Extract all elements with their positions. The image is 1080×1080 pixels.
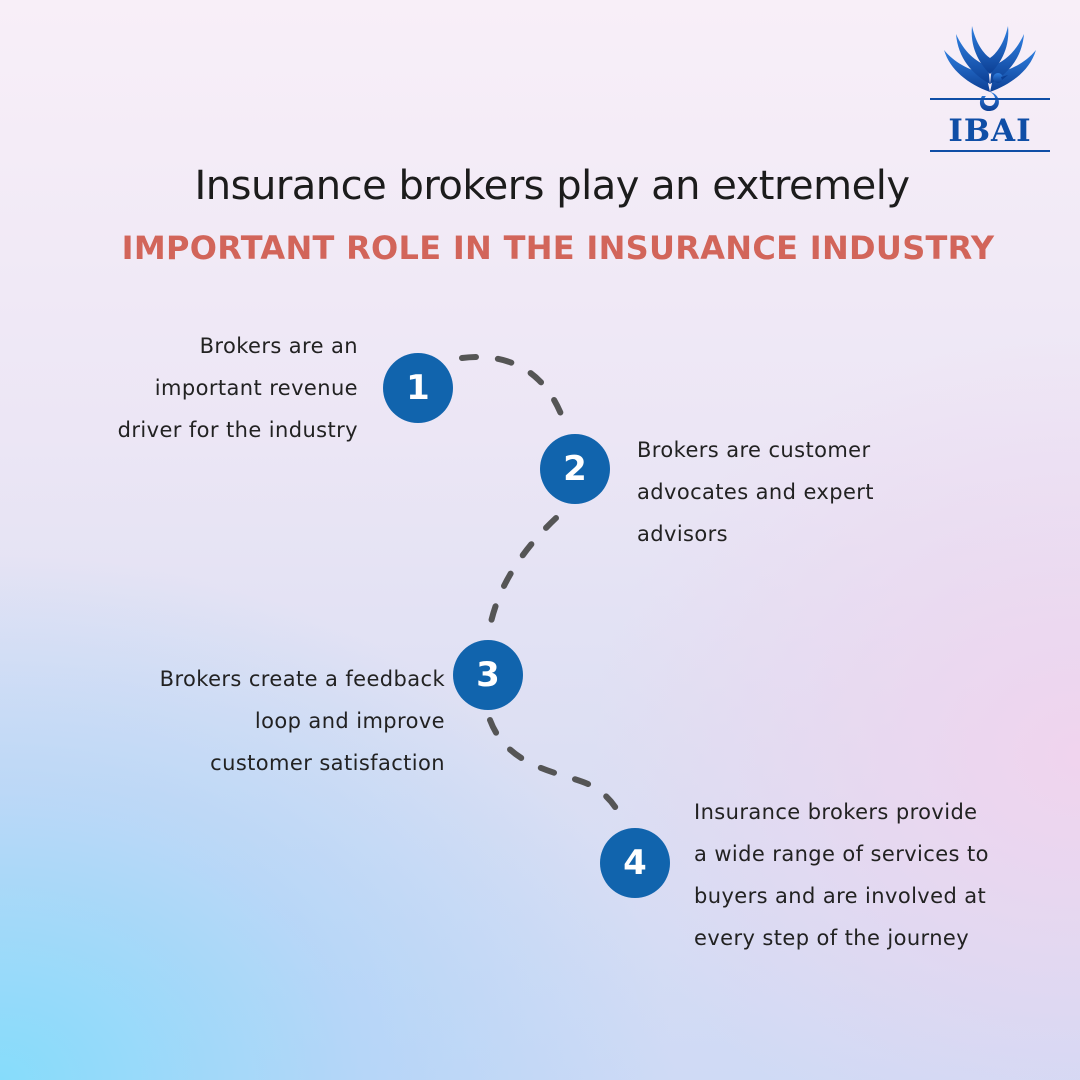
- phoenix-bird-icon: [930, 26, 1050, 112]
- step-4-line-2: a wide range of services to: [694, 842, 989, 866]
- step-1-text: Brokers are an important revenue driver …: [60, 325, 358, 451]
- step-2-line-2: advocates and expert: [637, 480, 874, 504]
- step-3-text: Brokers create a feedback loop and impro…: [60, 658, 445, 784]
- step-4-line-3: buyers and are involved at: [694, 884, 987, 908]
- page-subtitle: IMPORTANT ROLE IN THE INSURANCE INDUSTRY: [121, 229, 995, 267]
- logo-text: IBAI: [948, 113, 1032, 149]
- step-2-text: Brokers are customer advocates and exper…: [637, 429, 1037, 555]
- step-1-line-2: important revenue: [154, 376, 358, 400]
- ibai-logo: IBAI: [928, 22, 1052, 154]
- step-2-line-3: advisors: [637, 522, 729, 546]
- step-4-line-4: every step of the journey: [694, 926, 970, 950]
- step-3-badge: 3: [453, 640, 523, 710]
- step-3-line-1: Brokers create a feedback: [159, 667, 445, 691]
- logo-underline: [930, 150, 1050, 152]
- step-2-line-1: Brokers are customer: [637, 438, 871, 462]
- step-2-badge: 2: [540, 434, 610, 504]
- step-4-text: Insurance brokers provide a wide range o…: [694, 791, 1070, 959]
- step-3-line-3: customer satisfaction: [210, 751, 445, 775]
- step-4-badge: 4: [600, 828, 670, 898]
- step-1-line-1: Brokers are an: [199, 334, 358, 358]
- step-1-badge: 1: [383, 353, 453, 423]
- step-1-line-3: driver for the industry: [117, 418, 358, 442]
- step-3-line-2: loop and improve: [254, 709, 445, 733]
- step-4-line-1: Insurance brokers provide: [694, 800, 978, 824]
- page-title: Insurance brokers play an extremely: [194, 163, 910, 209]
